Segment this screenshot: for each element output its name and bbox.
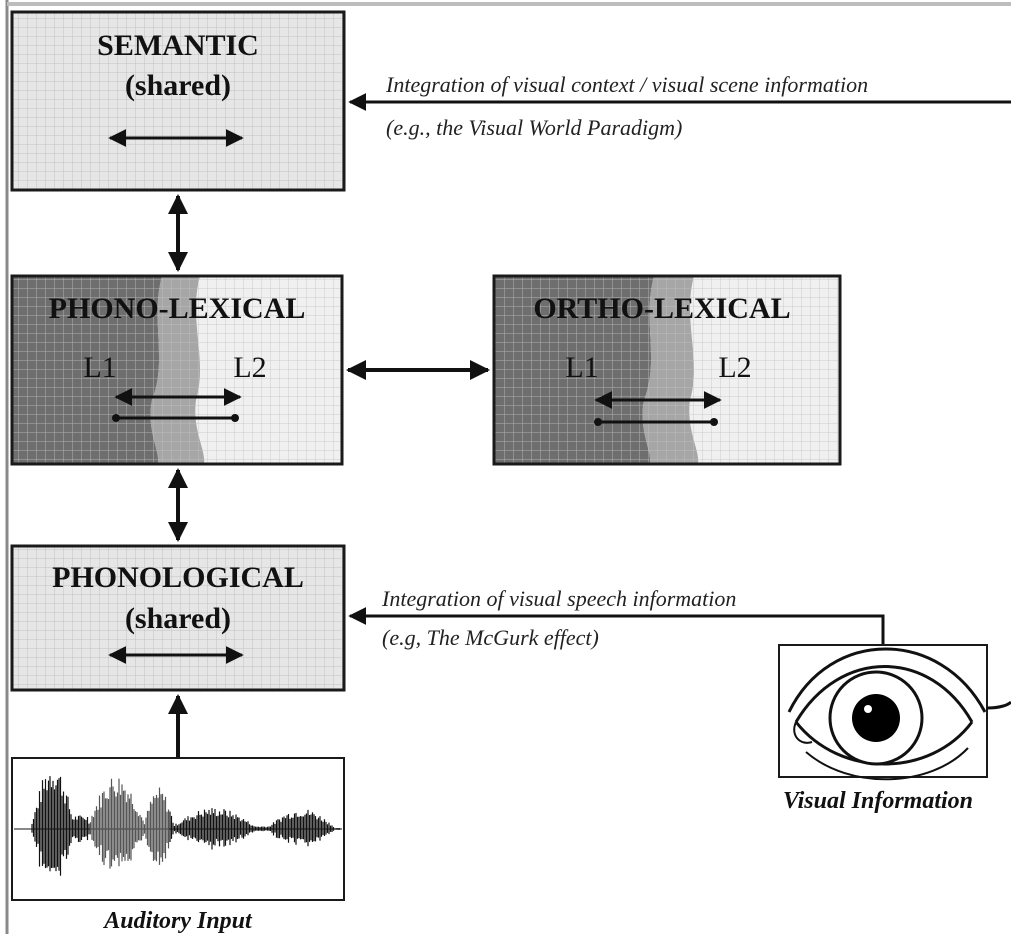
- visual-context-annotation-line1: Integration of visual context / visual s…: [385, 72, 868, 97]
- visual-speech-annotation-line1: Integration of visual speech information: [381, 586, 736, 611]
- phono-lexical-l1-label: L1: [83, 351, 116, 384]
- semantic-title: SEMANTIC: [97, 29, 259, 62]
- waveform-icon: [11, 757, 345, 901]
- semantic-box: SEMANTIC (shared): [10, 10, 346, 192]
- ortho-lexical-link-dot-left: [594, 418, 602, 426]
- ortho-lexical-link-dot-right: [710, 418, 718, 426]
- ortho-lexical-l1-label: L1: [565, 351, 598, 384]
- phonological-box: PHONOLOGICAL (shared): [10, 544, 346, 692]
- phono-lexical-title: PHONO-LEXICAL: [49, 292, 306, 325]
- phonological-subtitle: (shared): [125, 602, 231, 635]
- auditory-input-caption: Auditory Input: [102, 908, 253, 934]
- eye-icon: [778, 644, 1011, 781]
- ortho-lexical-box: ORTHO-LEXICAL L1 L2: [492, 274, 842, 466]
- phono-lexical-box: PHONO-LEXICAL L1 L2: [10, 274, 344, 466]
- phonological-title: PHONOLOGICAL: [52, 561, 304, 594]
- visual-speech-arrow: [348, 607, 885, 645]
- phono-lexical-l2-label: L2: [233, 351, 266, 384]
- phono-lexical-link-dot-right: [231, 414, 239, 422]
- visual-information-caption: Visual Information: [783, 788, 973, 814]
- visual-context-annotation-line2: (e.g., the Visual World Paradigm): [386, 115, 682, 140]
- ortho-lexical-title: ORTHO-LEXICAL: [533, 292, 790, 325]
- visual-speech-annotation-line2: (e.g, The McGurk effect): [382, 625, 599, 650]
- semantic-subtitle: (shared): [125, 69, 231, 102]
- phono-lexical-link-dot-left: [112, 414, 120, 422]
- ortho-lexical-l2-label: L2: [718, 351, 751, 384]
